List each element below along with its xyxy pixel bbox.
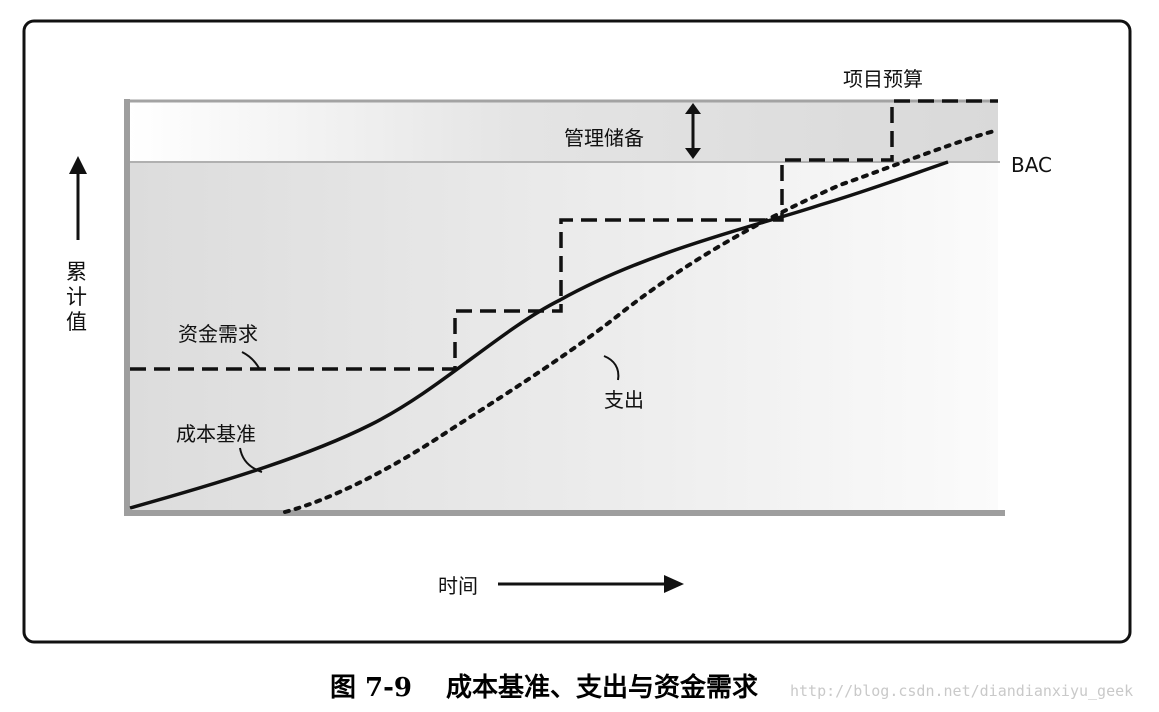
cost-baseline-curve	[129, 160, 949, 510]
y-axis-label-char-2: 计	[66, 285, 87, 309]
y-axis-arrow-icon	[69, 156, 87, 174]
caption-title: 成本基准、支出与资金需求	[446, 672, 758, 703]
management-reserve-label: 管理储备	[564, 126, 644, 150]
expenditure-curve	[283, 128, 1000, 514]
expenditure-leader-line	[603, 355, 620, 381]
y-axis-label-char-1: 累	[66, 260, 87, 284]
reserve-arrow-down-icon	[685, 148, 701, 159]
management-reserve-band	[128, 101, 998, 162]
expenditure-label: 支出	[604, 388, 644, 412]
bac-label: BAC	[1011, 153, 1052, 177]
reserve-arrow-up-icon	[685, 103, 701, 114]
project-budget-label: 项目预算	[843, 67, 923, 91]
funding-leader-line	[241, 351, 261, 371]
watermark-text: http://blog.csdn.net/diandianxiyu_geek	[790, 682, 1133, 700]
caption-number: 图 7-9	[330, 673, 412, 703]
funding-requirement-label: 资金需求	[178, 322, 258, 346]
x-axis-arrow-icon	[664, 575, 684, 593]
y-axis-label-char-3: 值	[66, 310, 87, 334]
plot-area	[128, 162, 998, 512]
x-axis-label: 时间	[438, 574, 478, 598]
cost-baseline-label: 成本基准	[176, 422, 256, 446]
baseline-leader-line	[239, 447, 263, 473]
